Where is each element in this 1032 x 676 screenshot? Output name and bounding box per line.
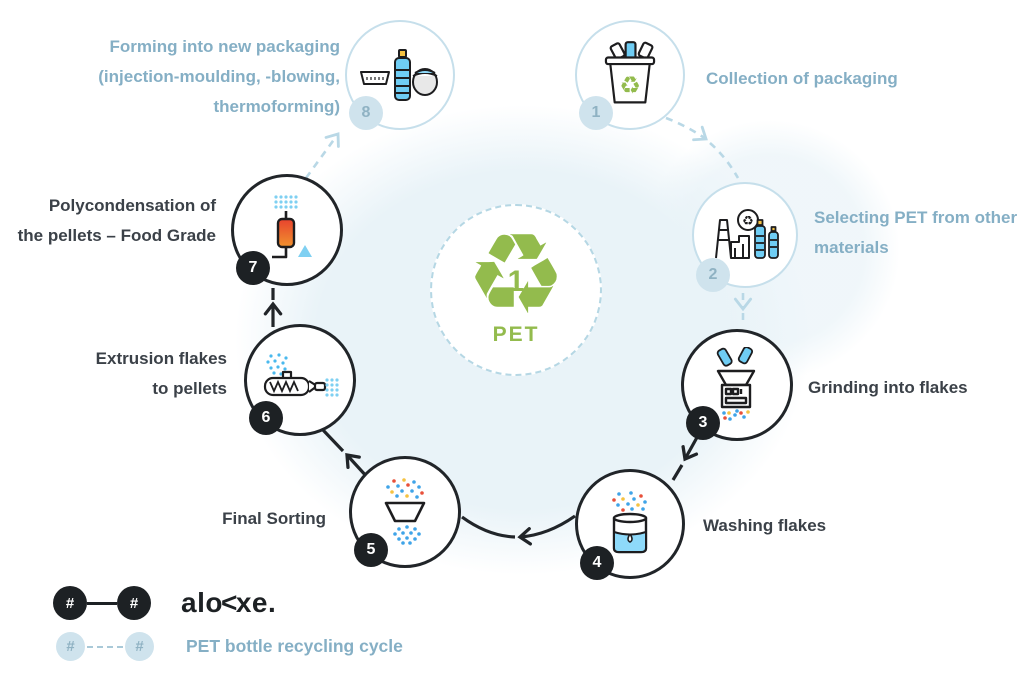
step-label-8: Forming into new packaging (injection-mo… bbox=[98, 37, 340, 116]
step-node-4-washing: 4 bbox=[575, 469, 685, 580]
legend-aloxe-process: # # alo<xe. bbox=[53, 586, 276, 620]
step-badge-2: 2 bbox=[696, 258, 730, 292]
flakes bbox=[722, 409, 750, 421]
washing-beaker-icon bbox=[612, 491, 648, 554]
legend-badge-light-1: # bbox=[56, 632, 85, 661]
step-node-2-selecting: ♻ 2 bbox=[692, 182, 798, 292]
brand-text-post: xe. bbox=[235, 587, 277, 618]
legend-solid-line bbox=[87, 601, 117, 605]
step-node-5-final-sorting: 5 bbox=[349, 456, 461, 568]
legend-cycle-label: PET bottle recycling cycle bbox=[186, 636, 403, 656]
grinder-icon bbox=[716, 347, 756, 421]
step-label-7: Polycondensation of the pellets – Food G… bbox=[17, 196, 216, 245]
flakes-in bbox=[266, 353, 288, 376]
step-node-7-polycondensation: 7 bbox=[231, 174, 343, 286]
svg-text:♻: ♻ bbox=[742, 214, 754, 229]
legend-badge-dark-2: # bbox=[117, 586, 151, 620]
svg-text:♻: ♻ bbox=[619, 72, 641, 100]
step-label-3: Grinding into flakes bbox=[808, 378, 968, 397]
pellets-out bbox=[325, 378, 339, 397]
legend-pet-cycle: # # PET bottle recycling cycle bbox=[56, 632, 403, 661]
step-badge-5: 5 bbox=[354, 533, 388, 567]
recycle-symbol-icon: ♻ 1 bbox=[465, 212, 567, 337]
sorted-flakes bbox=[393, 525, 421, 545]
step-badge-3: 3 bbox=[686, 406, 720, 440]
step-badge-6: 6 bbox=[249, 401, 283, 435]
recycling-bin-icon: ♻ bbox=[604, 41, 656, 104]
step-node-8-forming: 8 bbox=[345, 20, 455, 130]
step-badge-8: 8 bbox=[349, 96, 383, 130]
step-label-5: Final Sorting bbox=[222, 509, 326, 528]
step-badge-4: 4 bbox=[580, 546, 614, 580]
legend-badge-light-2: # bbox=[125, 632, 154, 661]
step-node-6-extrusion: 6 bbox=[244, 324, 356, 436]
step-label-1: Collection of packaging bbox=[706, 69, 898, 88]
brand-chevron-glyph: < bbox=[220, 587, 238, 618]
extruder-icon bbox=[263, 353, 339, 397]
step-node-3-grinding: 3 bbox=[681, 329, 793, 441]
resin-code: 1 bbox=[507, 264, 525, 298]
step-label-6: Extrusion flakes to pellets bbox=[95, 349, 227, 398]
aloxe-logo: alo<xe. bbox=[181, 587, 276, 619]
sorting-plant-icon: ♻ bbox=[715, 209, 779, 259]
sorting-funnel-icon bbox=[384, 478, 426, 545]
mixed-flakes bbox=[386, 478, 424, 499]
step-badge-7: 7 bbox=[236, 251, 270, 285]
pet-material-label: PET bbox=[492, 323, 540, 346]
new-packaging-icon bbox=[360, 49, 438, 101]
step-label-2: Selecting PET from other materials bbox=[814, 208, 1018, 257]
pellets-in bbox=[274, 195, 298, 209]
reactor-icon bbox=[272, 195, 312, 259]
step-label-4: Washing flakes bbox=[703, 516, 827, 535]
flakes bbox=[612, 491, 647, 512]
pellet-pile bbox=[298, 245, 312, 257]
legend-dashed-line bbox=[87, 645, 123, 648]
step-node-1-collection: ♻ 1 bbox=[575, 20, 685, 130]
legend-badge-dark-1: # bbox=[53, 586, 87, 620]
step-badge-1: 1 bbox=[579, 96, 613, 130]
center-pet-logo: ♻ 1 PET bbox=[430, 204, 602, 376]
brand-text-pre: alo bbox=[181, 587, 223, 618]
